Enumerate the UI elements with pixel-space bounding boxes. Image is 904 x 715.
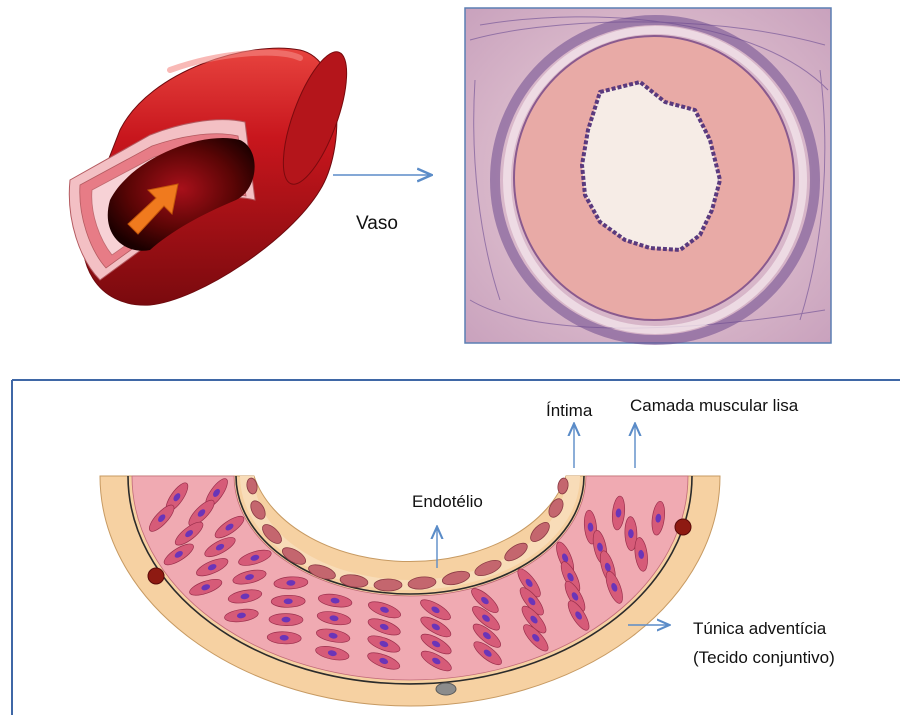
adventitia-label-line1: Túnica adventícia	[693, 619, 827, 638]
adventitia-cell-gray	[436, 683, 456, 695]
intima-label: Íntima	[546, 401, 593, 420]
arrow-label: Vaso	[356, 213, 398, 234]
adventitia-label-line2: (Tecido conjuntivo)	[693, 648, 835, 667]
smooth-muscle-label: Camada muscular lisa	[630, 396, 799, 415]
adventitia-cell-red-left	[148, 568, 164, 584]
vessel-illustration	[69, 45, 359, 305]
adventitia-cell-red-right	[675, 519, 691, 535]
vessel-wall-cross-section	[100, 476, 720, 706]
histology-micrograph	[465, 8, 831, 343]
endothelium-label: Endotélio	[412, 492, 483, 511]
